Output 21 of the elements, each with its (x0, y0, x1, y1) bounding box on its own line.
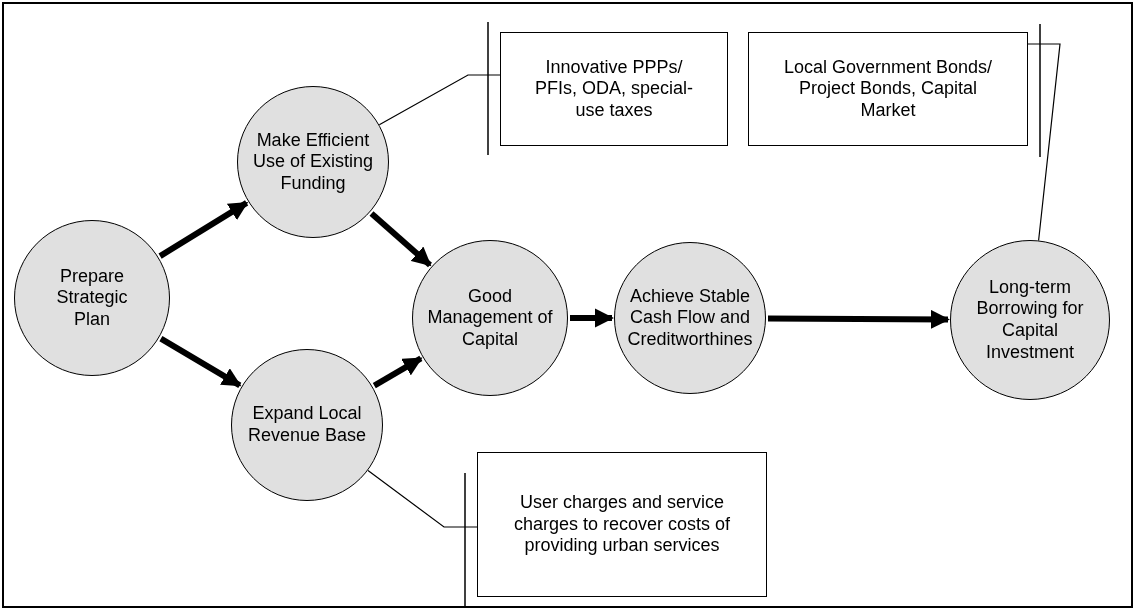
step-label: Long-term Borrowing for Capital Investment (975, 276, 1085, 364)
leader-line (367, 469, 478, 528)
step-label: Prepare Strategic Plan (55, 265, 129, 331)
arrow (570, 308, 614, 328)
step-label: Achieve Stable Cash Flow and Creditworthines (626, 285, 754, 351)
arrow (159, 336, 242, 388)
note-box (748, 32, 1028, 146)
leader-line (378, 74, 501, 126)
leader-line (1027, 43, 1061, 242)
note-text: Innovative PPPs/ PFIs, ODA, special-use taxes (533, 56, 694, 122)
note-box (477, 452, 767, 597)
arrow (372, 355, 423, 389)
note-box (500, 32, 728, 146)
note-text: User charges and service charges to recover costs of providing urban services (513, 492, 731, 557)
arrow (369, 211, 432, 268)
note-text: Local Government Bonds/ Project Bonds, Capital Market (782, 56, 994, 122)
arrow (767, 309, 950, 329)
step-label: Expand Local Revenue Base (246, 403, 368, 447)
step-label: Make Efficient Use of Existing Funding (251, 129, 375, 195)
arrow (158, 200, 249, 259)
step-label: Good Management of Capital (426, 285, 554, 351)
